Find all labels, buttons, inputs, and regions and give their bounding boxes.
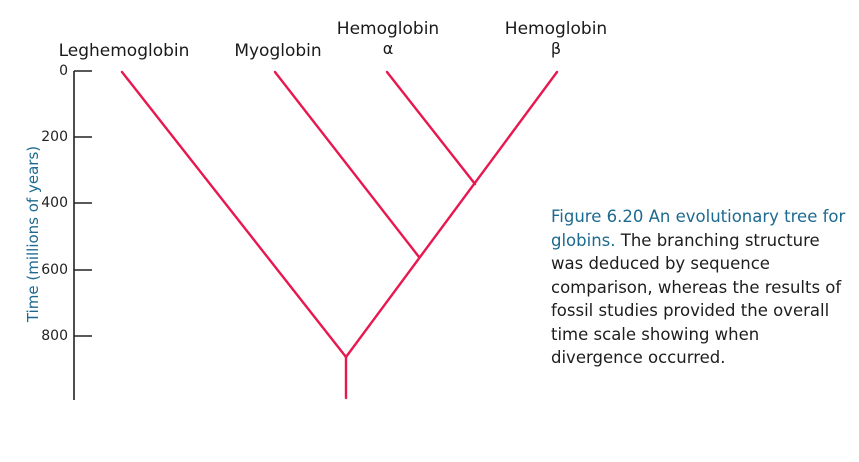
axis-title: Time (millions of years) [24, 145, 42, 323]
tick-label-200: 200 [41, 129, 68, 145]
figure-caption: Figure 6.20 An evolutionary tree for glo… [551, 205, 851, 370]
tick-label-0: 0 [59, 63, 68, 79]
leaf-label-hemoglobin-beta: Hemoglobin β [505, 21, 607, 57]
tick-label-800: 800 [41, 328, 68, 344]
leaf-label-hemoglobin-alpha: Hemoglobin α [337, 21, 439, 57]
tick-label-600: 600 [41, 262, 68, 278]
leaf-label-leghemoglobin: Leghemoglobin [59, 43, 190, 60]
branch-hemoglobin-beta [344, 70, 559, 359]
leaf-hemoglobin-alpha-symbol: α [382, 39, 394, 58]
caption-title: Figure 6.20 An evolutionary tree for glo… [551, 207, 846, 250]
branch-leghemoglobin [120, 70, 348, 359]
leaf-label-myoglobin: Myoglobin [234, 43, 321, 60]
leaf-hemoglobin-beta-name: Hemoglobin [504, 19, 608, 39]
caption-body: The branching structure was deduced by s… [551, 230, 842, 368]
branch-myoglobin [273, 70, 421, 259]
leaf-myoglobin-name: Myoglobin [234, 41, 322, 61]
branch-hemoglobin-alpha [385, 70, 477, 186]
leaf-hemoglobin-beta-symbol: β [550, 39, 562, 58]
tree-branches [120, 70, 559, 400]
leaf-hemoglobin-alpha-name: Hemoglobin [336, 19, 440, 39]
leaf-leghemoglobin-name: Leghemoglobin [58, 41, 190, 61]
tick-label-400: 400 [41, 195, 68, 211]
